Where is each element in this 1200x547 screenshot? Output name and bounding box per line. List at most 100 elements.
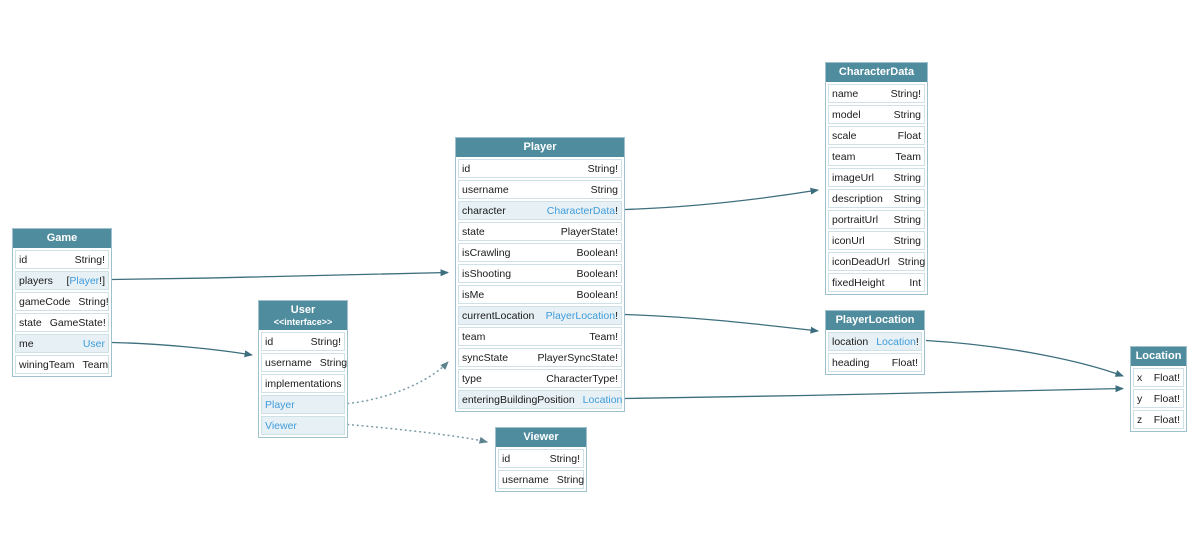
- field-type: String: [556, 473, 585, 486]
- field-type: CharacterData!: [546, 204, 618, 217]
- implementation-row[interactable]: Player: [261, 395, 345, 414]
- field-row[interactable]: players[Player!]: [15, 271, 109, 290]
- edge-Game.me-to-User[interactable]: [111, 341, 253, 358]
- field-type: Team!: [589, 330, 618, 343]
- field-row[interactable]: gameCode String!: [15, 292, 109, 311]
- field-type: String!: [78, 295, 109, 308]
- field-name: heading: [832, 356, 870, 369]
- field-type: String!: [587, 162, 618, 175]
- field-type: String: [893, 108, 921, 121]
- field-name: id: [19, 253, 28, 266]
- type-link[interactable]: User: [82, 337, 105, 350]
- field-name: team: [462, 330, 486, 343]
- field-name: z: [1137, 413, 1143, 426]
- field-type: Team: [895, 150, 921, 163]
- field-name: state: [462, 225, 485, 238]
- type-link[interactable]: CharacterData: [546, 204, 616, 217]
- type-link[interactable]: Location: [876, 335, 916, 348]
- field-row[interactable]: team Team!: [458, 327, 622, 346]
- edge-Player.currentLocation-to-PlayerLocation[interactable]: [624, 313, 819, 334]
- field-type: String: [893, 234, 921, 247]
- field-type: String: [319, 356, 348, 369]
- type-link[interactable]: PlayerLocation: [545, 309, 616, 322]
- type-link[interactable]: Player: [265, 398, 295, 411]
- edge-PlayerLocation.location-to-Location[interactable]: [925, 339, 1124, 377]
- field-name: y: [1137, 392, 1143, 405]
- field-name: gameCode: [19, 295, 71, 308]
- edge-Game.players-to-Player[interactable]: [111, 269, 449, 281]
- field-row[interactable]: id String!: [15, 250, 109, 269]
- field-type: Boolean!: [576, 288, 618, 301]
- field-type: String!: [890, 87, 921, 100]
- table-title[interactable]: PlayerLocation: [826, 311, 924, 330]
- table-title[interactable]: Player: [456, 138, 624, 157]
- field-name: location: [832, 335, 869, 348]
- type-link[interactable]: Player: [69, 274, 100, 287]
- field-type: Float: [897, 129, 921, 142]
- table-title[interactable]: User<<interface>>: [259, 301, 347, 330]
- table-title[interactable]: Game: [13, 229, 111, 248]
- table-title-text: Location: [1135, 350, 1182, 362]
- field-name: description: [832, 192, 883, 205]
- field-type: Team: [82, 358, 109, 371]
- field-type: User: [83, 338, 105, 350]
- table-title[interactable]: CharacterData: [826, 63, 927, 82]
- section-row[interactable]: implementations: [261, 374, 345, 393]
- field-type: String!: [74, 253, 105, 266]
- type-link[interactable]: Location: [582, 393, 623, 406]
- implementation-row[interactable]: Viewer: [261, 416, 345, 435]
- field-name: isCrawling: [462, 246, 511, 259]
- field-type: String!: [310, 335, 341, 348]
- table-title[interactable]: Viewer: [496, 428, 586, 447]
- type-link[interactable]: Viewer: [265, 419, 297, 432]
- edge-Player.enteringBuildingPosition-to-Location[interactable]: [624, 385, 1124, 400]
- table-subtitle-text: <<interface>>: [273, 317, 333, 327]
- field-type: String: [893, 213, 921, 226]
- table-title[interactable]: Location: [1131, 347, 1186, 366]
- edge-User.Viewer-to-Viewer[interactable]: [347, 423, 488, 444]
- edge-Player.character-to-CharacterData[interactable]: [624, 187, 819, 211]
- edge-User.Player-to-Player[interactable]: [347, 361, 449, 405]
- field-type: Int: [909, 276, 921, 289]
